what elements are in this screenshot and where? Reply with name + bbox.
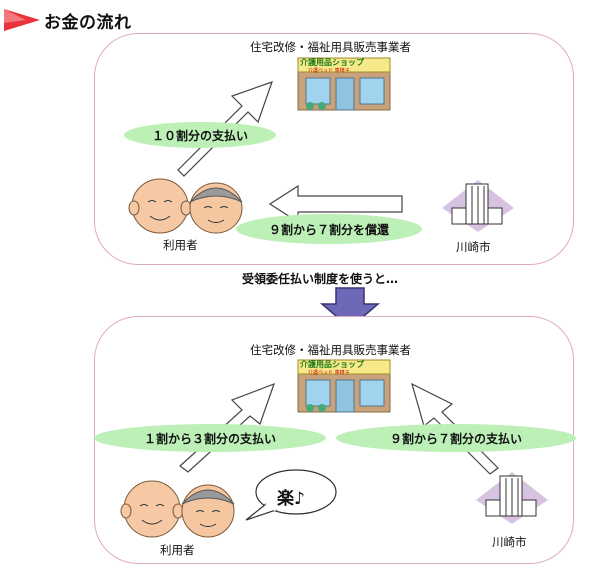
top-store-sign: 介護用品ショップ bbox=[300, 58, 364, 67]
bottom-store-subsign: 介護ベッド 車椅子 bbox=[308, 370, 350, 376]
top-city-building-icon bbox=[442, 180, 514, 232]
top-store-icon bbox=[297, 57, 391, 111]
bottom-store-sign: 介護用品ショップ bbox=[300, 360, 364, 369]
red-triangle-arrow-icon bbox=[4, 9, 40, 31]
page-header: お金の流れ bbox=[4, 7, 132, 33]
bottom-elderly-couple-icon bbox=[120, 480, 235, 538]
bottom-provider-label: 住宅改修・福祉用具販売事業者 bbox=[250, 343, 411, 357]
top-refund-pill: ９割から７割分を償還 bbox=[236, 214, 422, 244]
page-title: お金の流れ bbox=[44, 12, 132, 33]
top-city-label: 川崎市 bbox=[456, 240, 491, 254]
top-provider-label: 住宅改修・福祉用具販売事業者 bbox=[250, 40, 411, 54]
speech-bubble bbox=[245, 469, 337, 521]
top-user-label: 利用者 bbox=[163, 238, 198, 252]
top-elderly-couple-icon bbox=[128, 178, 243, 234]
bottom-user-label: 利用者 bbox=[160, 543, 195, 557]
top-payment-pill: １０割分の支払い bbox=[124, 122, 276, 148]
transition-label: 受領委任払い制度を使うと… bbox=[242, 272, 399, 286]
bottom-city-payment-pill: ９割から７割分の支払い bbox=[336, 424, 576, 452]
bottom-user-payment-pill: １割から３割分の支払い bbox=[94, 424, 326, 452]
bottom-city-label: 川崎市 bbox=[492, 535, 527, 549]
bottom-store-icon bbox=[297, 359, 391, 413]
bottom-city-building-icon bbox=[476, 472, 548, 524]
top-store-subsign: 介護ベッド 車椅子 bbox=[308, 68, 350, 74]
bottom-user-to-store-arrow bbox=[179, 382, 275, 473]
speech-text: 楽♪ bbox=[277, 489, 305, 509]
